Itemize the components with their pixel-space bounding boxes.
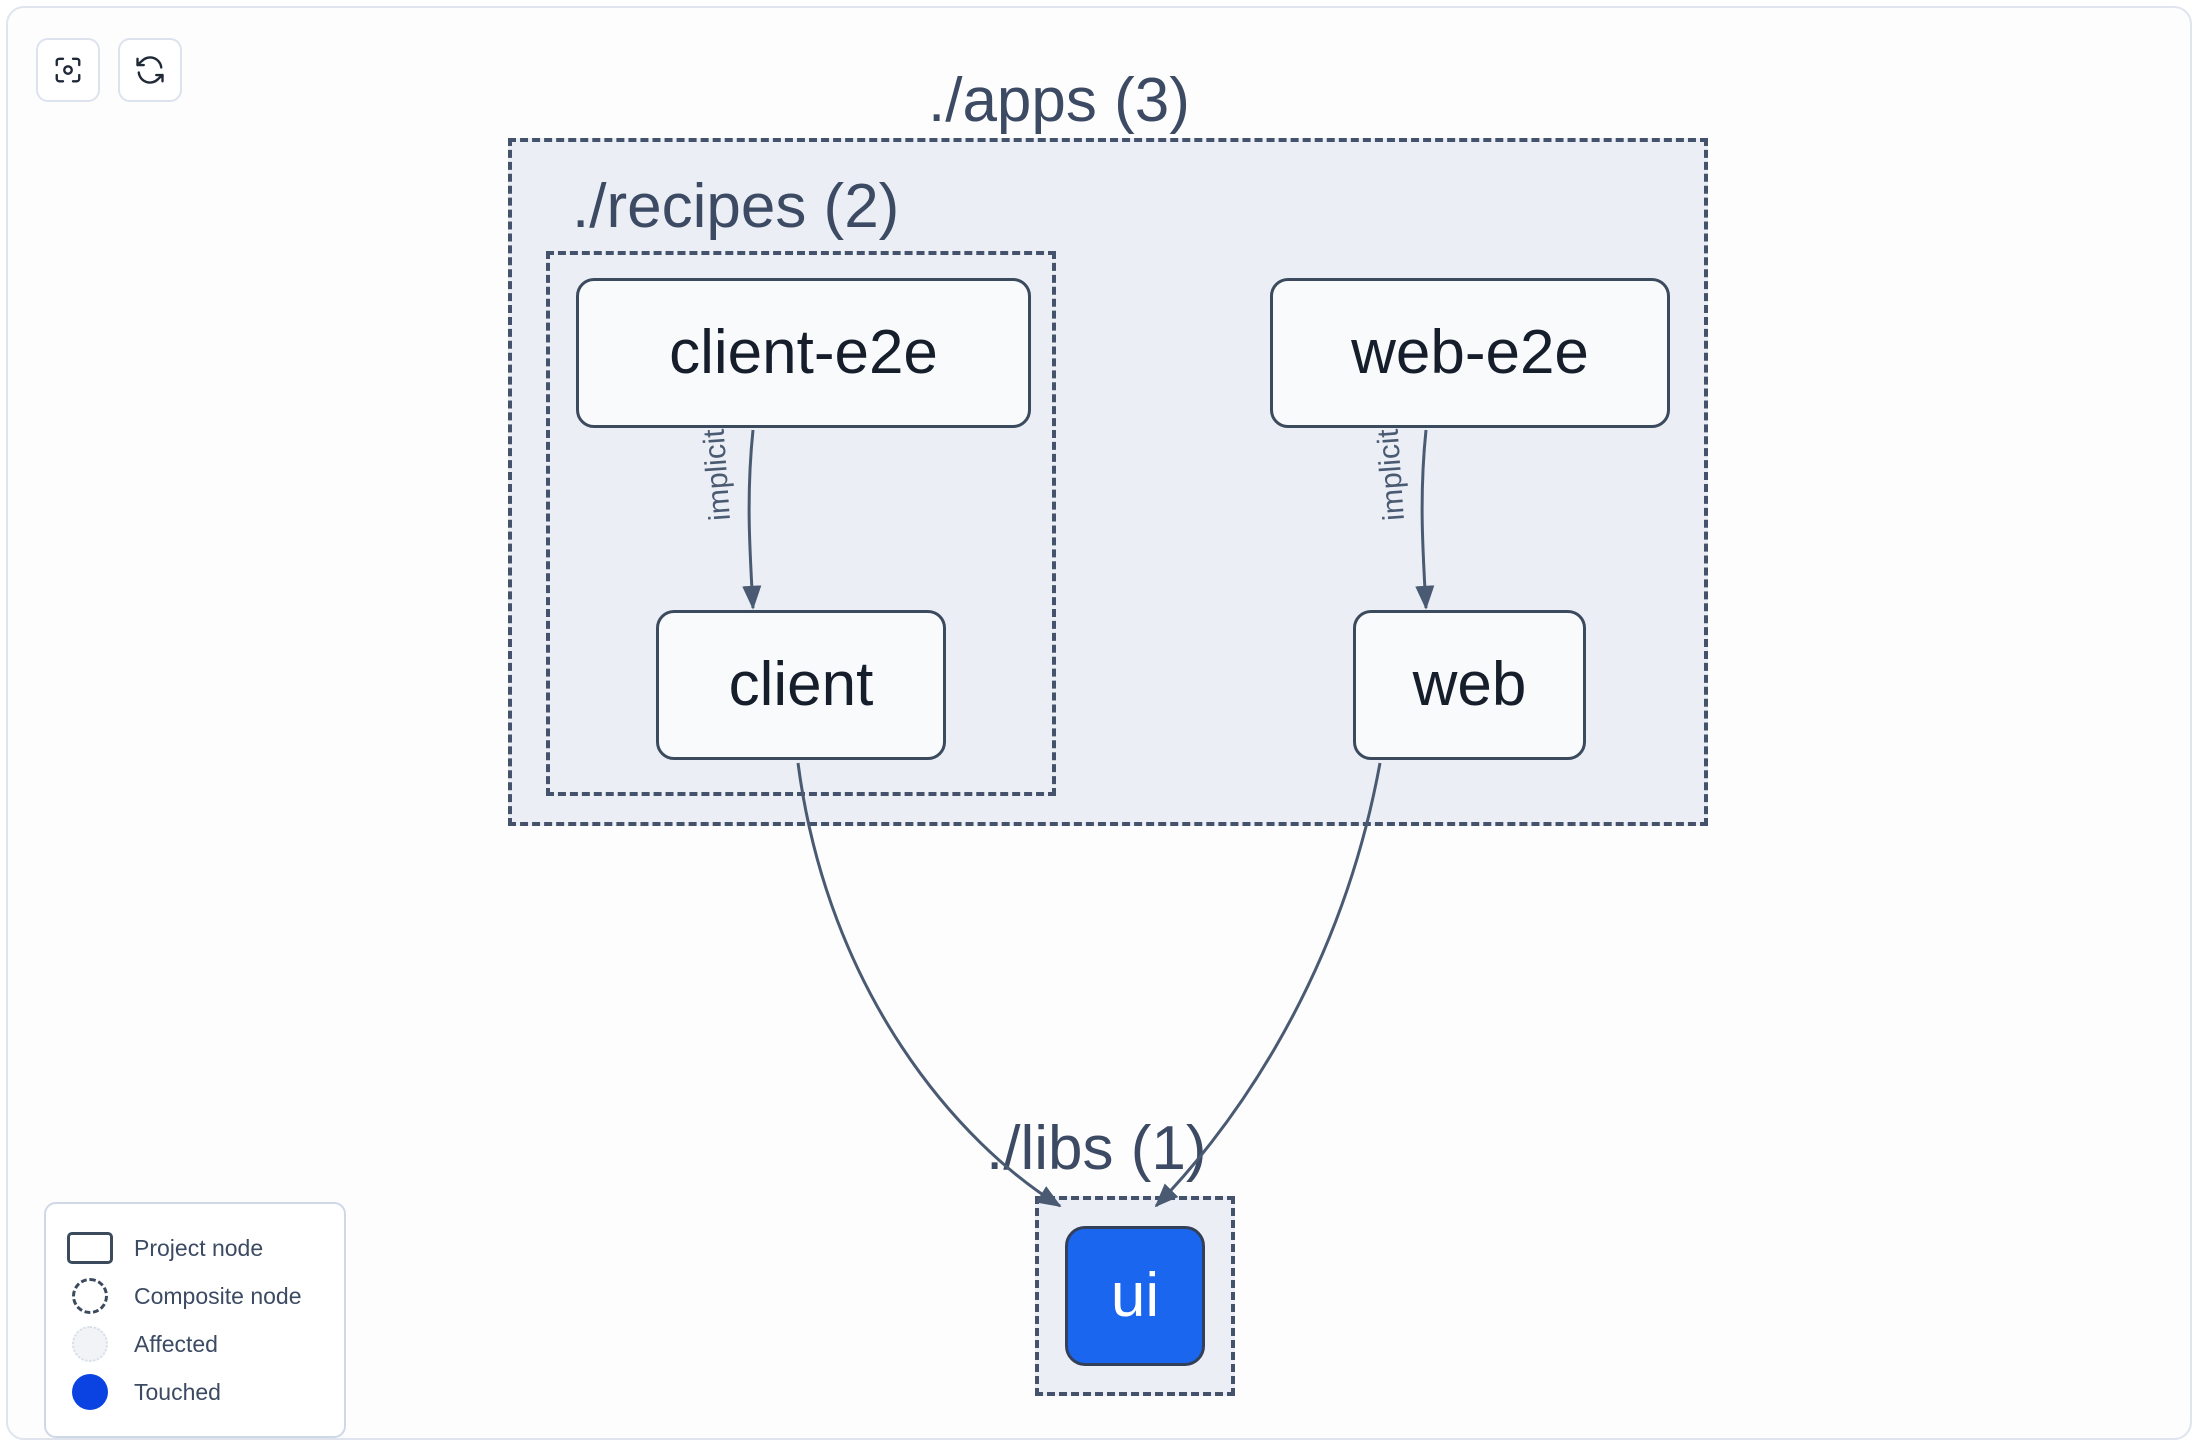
graph-toolbar xyxy=(36,38,182,102)
composite-node-swatch xyxy=(64,1276,116,1316)
group-label-recipes: ./recipes (2) xyxy=(572,172,900,241)
legend-label-project-node: Project node xyxy=(134,1234,264,1261)
node-client-e2e[interactable]: client-e2e xyxy=(576,278,1031,428)
graph-legend: Project node Composite node Affected Tou… xyxy=(44,1202,346,1438)
legend-item-touched: Touched xyxy=(64,1368,326,1416)
group-label-libs: ./libs (1) xyxy=(986,1114,1207,1183)
legend-label-composite-node: Composite node xyxy=(134,1282,302,1309)
focus-target-button[interactable] xyxy=(36,38,100,102)
legend-item-composite-node: Composite node xyxy=(64,1272,326,1320)
refresh-icon xyxy=(135,55,165,85)
refresh-button[interactable] xyxy=(118,38,182,102)
legend-label-affected: Affected xyxy=(134,1330,218,1357)
affected-swatch xyxy=(64,1324,116,1364)
touched-swatch xyxy=(64,1372,116,1412)
legend-item-affected: Affected xyxy=(64,1320,326,1368)
node-web-e2e[interactable]: web-e2e xyxy=(1270,278,1670,428)
node-client[interactable]: client xyxy=(656,610,946,760)
graph-canvas[interactable]: ./apps (3) ./recipes (2) ./libs (1) xyxy=(8,8,2190,1438)
node-ui[interactable]: ui xyxy=(1065,1226,1205,1366)
app-frame: ./apps (3) ./recipes (2) ./libs (1) xyxy=(6,6,2192,1440)
focus-target-icon xyxy=(53,55,83,85)
legend-item-project-node: Project node xyxy=(64,1224,326,1272)
project-node-swatch xyxy=(64,1228,116,1268)
group-label-apps: ./apps (3) xyxy=(928,66,1190,135)
node-web[interactable]: web xyxy=(1353,610,1586,760)
legend-label-touched: Touched xyxy=(134,1378,221,1405)
